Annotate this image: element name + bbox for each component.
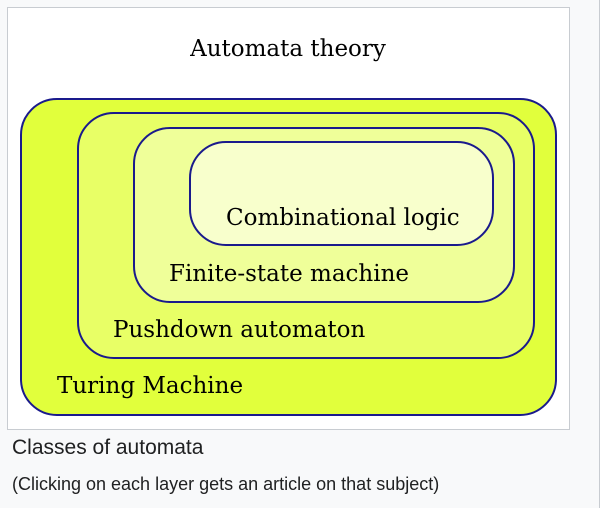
- caption-note: (Clicking on each layer gets an article …: [12, 474, 440, 494]
- layer-combinational-logic-shape[interactable]: [189, 141, 494, 246]
- caption-title: Classes of automata: [12, 436, 204, 459]
- layer-combinational-logic-label[interactable]: Combinational logic: [226, 205, 460, 231]
- layer-pushdown-automaton-label[interactable]: Pushdown automaton: [113, 317, 366, 343]
- layer-combinational-logic[interactable]: Combinational logic: [189, 141, 494, 246]
- layer-finite-state-machine-label[interactable]: Finite-state machine: [169, 261, 409, 287]
- automata-classes-diagram: Automata theory Turing Machine Pushdown …: [20, 36, 557, 416]
- layer-turing-machine-label[interactable]: Turing Machine: [57, 373, 243, 399]
- diagram-title: Automata theory: [189, 36, 386, 62]
